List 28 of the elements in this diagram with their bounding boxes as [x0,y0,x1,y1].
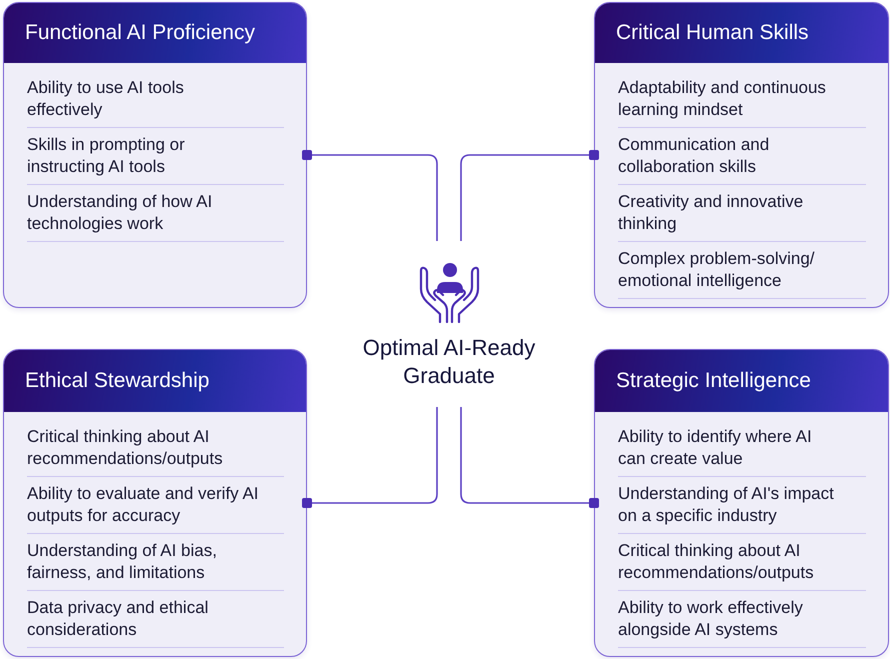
skill-item: Creativity and innovative thinking [618,185,866,242]
category-card [594,2,889,308]
skill-item: Skills in prompting or instructing AI tools [27,128,284,185]
central-label: Optimal AI-Ready Graduate [362,334,536,390]
connector-line [302,407,438,508]
skill-item: Ability to work effectively alongside AI systems [618,591,866,648]
skill-item: Complex problem-solving/ emotional intelligence [618,242,866,299]
card-heading: Ethical Stewardship [4,350,306,412]
connector-line [460,407,599,508]
skill-item: Critical thinking about AI recommendations/outputs [27,420,284,477]
skill-item: Ability to use AI tools effectively [27,71,284,128]
card-heading: Strategic Intelligence [595,350,888,412]
card-heading: Functional AI Proficiency [4,3,306,63]
category-card [3,2,307,308]
skill-item: Data privacy and ethical considerations [27,591,284,648]
skill-item: Adaptability and continuous learning mindset [618,71,866,128]
skill-item: Critical thinking about AI recommendations/outputs [618,534,866,591]
connector-line [460,150,599,241]
skill-item: Understanding of AI bias, fairness, and limitations [27,534,284,591]
card-heading: Critical Human Skills [595,3,888,63]
category-card [594,349,889,657]
skill-item: Communication and collaboration skills [618,128,866,185]
skill-item: Understanding of how AI technologies work [27,185,284,242]
connector-line [302,150,438,241]
skill-item: Understanding of AI's impact on a specific industry [618,477,866,534]
skill-item: Ability to identify where AI can create value [618,420,866,477]
skill-item: Ability to evaluate and verify AI outputs for accuracy [27,477,284,534]
category-card [3,349,307,657]
